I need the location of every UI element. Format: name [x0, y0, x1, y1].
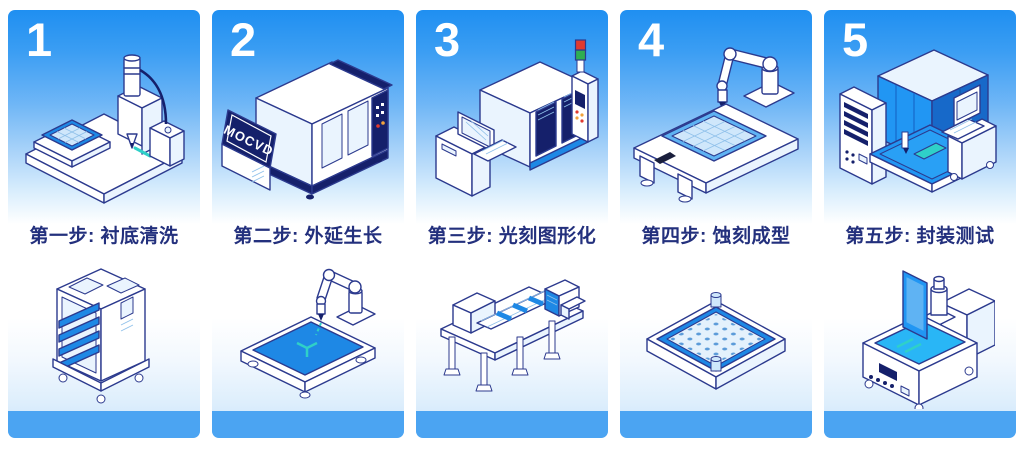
step-panel-1: 1 [8, 10, 200, 438]
step-label: 第一步: 衬底清洗 [29, 225, 179, 247]
operator-console [435, 111, 517, 197]
drive-slot [844, 129, 868, 146]
step-panel-5: 5 [824, 10, 1016, 438]
caster-wheel [58, 373, 68, 382]
corner-pin [710, 291, 722, 307]
step-number: 4 [638, 13, 665, 66]
window [321, 113, 343, 169]
elbow-joint [723, 47, 737, 61]
step-label: 第四步: 蚀刻成型 [641, 225, 791, 247]
wafer-trays [58, 301, 100, 371]
probe [901, 131, 909, 149]
step-panel-4: 4 [620, 10, 812, 438]
control-pillar [571, 39, 599, 143]
step-panel-3: 3 [416, 10, 608, 438]
table-leg [511, 336, 529, 375]
dip-test-machine-icon [824, 256, 1016, 411]
server-tower [839, 86, 887, 185]
panel-footer-bar [8, 411, 200, 438]
corner-pin [710, 355, 722, 371]
etched-wafer-tray-icon [620, 256, 812, 411]
table-leg [639, 155, 655, 187]
drive-slot [844, 102, 868, 119]
drive-slot [844, 120, 868, 137]
step-label: 第三步: 光刻图形化 [427, 225, 597, 247]
tool-tip [318, 313, 324, 321]
table-leg [443, 336, 461, 375]
lithography-system-icon [416, 10, 608, 212]
control-panel [371, 89, 389, 157]
step-panel-2: 2 [212, 10, 404, 438]
elbow-joint [322, 268, 336, 281]
table-leg [475, 352, 493, 391]
panel-footer-bar [824, 411, 1016, 438]
shoulder-joint [762, 56, 778, 72]
wafer-stage [33, 119, 111, 168]
tube-band [528, 295, 544, 306]
caster-wheel [134, 373, 144, 382]
panel-footer-bar [416, 411, 608, 438]
drive-slot [844, 111, 868, 128]
wafer-tray [661, 110, 767, 162]
substrate-cleaning-machine-icon [8, 10, 200, 212]
tray-body [646, 299, 786, 390]
window [347, 100, 369, 156]
step-number: 1 [26, 13, 53, 66]
step-label: 第二步: 外延生长 [233, 225, 383, 247]
platform [240, 315, 376, 398]
output-module [544, 278, 586, 320]
test-strip [913, 142, 947, 160]
foot [914, 403, 924, 409]
table-leg [677, 173, 693, 203]
step-number: 3 [434, 13, 461, 66]
keyboard-icon [473, 139, 517, 162]
step-number: 5 [842, 13, 869, 66]
clamp [654, 152, 676, 164]
shoulder-joint [348, 279, 362, 294]
mocvd-banner: MOCVD [221, 109, 277, 191]
tube-band [496, 310, 512, 321]
reactor-body [255, 59, 393, 187]
panel-footer-bar [212, 411, 404, 438]
spray-accent [133, 146, 152, 158]
lift-column [922, 275, 956, 326]
package-test-station-icon [824, 10, 1016, 212]
robot-arm [315, 268, 376, 335]
conveyor-line-icon [416, 256, 608, 411]
foot [864, 379, 874, 388]
nozzle-icon [126, 133, 138, 149]
wafer-cassette-rack-icon [8, 256, 200, 411]
robot-arm-platform-icon [212, 256, 404, 411]
chemical-tank [139, 68, 185, 167]
laptop-icon [941, 84, 985, 140]
table-leg [543, 320, 561, 359]
panel-footer-bar [620, 411, 812, 438]
caster-wheel [96, 394, 106, 403]
liquid-highlight [896, 337, 914, 348]
bath-unit [862, 269, 978, 409]
chip-grid [670, 313, 762, 364]
hose [139, 68, 168, 125]
robot-etching-station-icon [620, 10, 812, 212]
control-screen [879, 362, 897, 381]
step-label: 第五步: 封装测试 [845, 225, 995, 247]
step-number: 2 [230, 13, 257, 66]
foot [964, 366, 974, 375]
signal-tower-icon [574, 39, 587, 73]
chamber-door [535, 101, 557, 157]
rack-base [52, 357, 150, 403]
tube-band [512, 302, 528, 313]
mocvd-reactor-icon: MOCVD [212, 10, 404, 212]
screen [575, 90, 585, 109]
cabinet [56, 267, 146, 382]
